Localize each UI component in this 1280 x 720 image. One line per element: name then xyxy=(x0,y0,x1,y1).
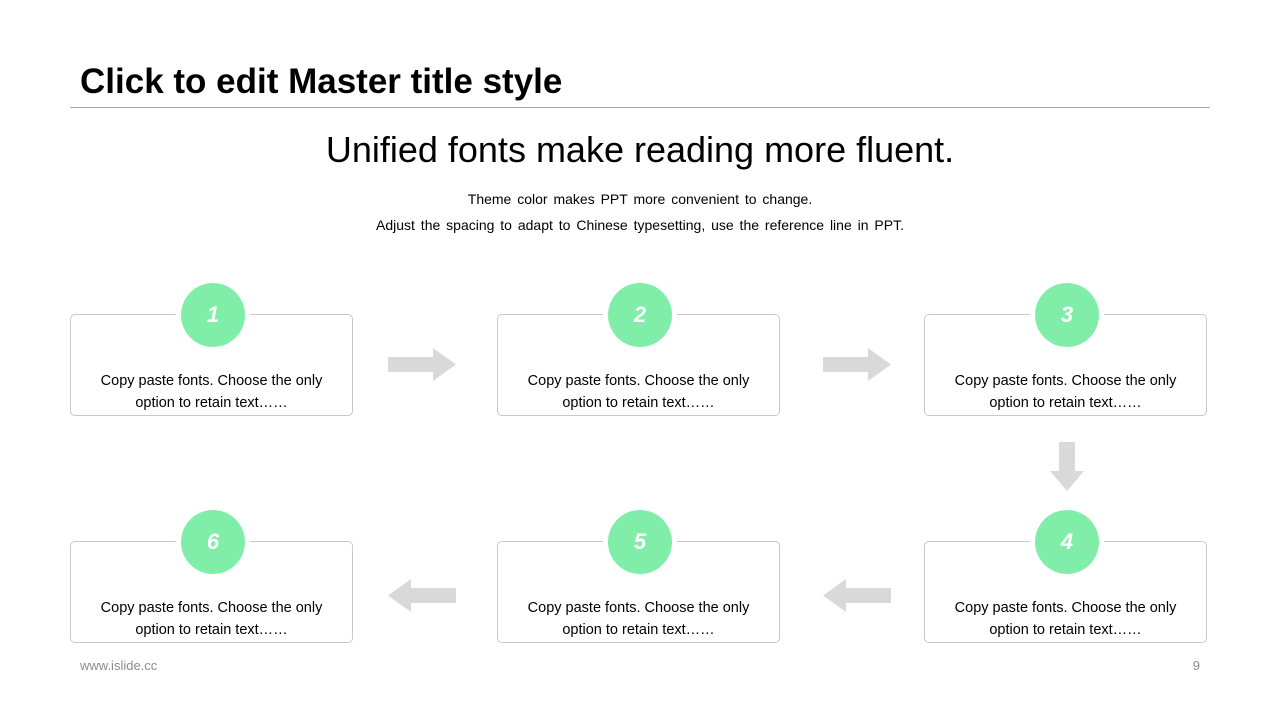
step-text-1: Copy paste fonts. Choose the only option… xyxy=(100,373,323,411)
step-badge-2: 2 xyxy=(603,283,677,347)
step-text-5: Copy paste fonts. Choose the only option… xyxy=(527,600,750,638)
arrow-right-icon xyxy=(823,348,891,381)
step-badge-5: 5 xyxy=(603,510,677,574)
step-text-6: Copy paste fonts. Choose the only option… xyxy=(100,600,323,638)
slide-title: Click to edit Master title style xyxy=(80,62,563,101)
step-badge-1: 1 xyxy=(176,283,250,347)
arrow-down-icon xyxy=(1050,442,1084,491)
step-badge-6: 6 xyxy=(176,510,250,574)
headline: Unified fonts make reading more fluent. xyxy=(325,129,955,170)
step-text-3: Copy paste fonts. Choose the only option… xyxy=(954,373,1177,411)
step-badge-3: 3 xyxy=(1030,283,1104,347)
step-text-4: Copy paste fonts. Choose the only option… xyxy=(954,600,1177,638)
step-text-2: Copy paste fonts. Choose the only option… xyxy=(527,373,750,411)
subheading-line-1: Theme color makes PPT more convenient to… xyxy=(467,191,813,207)
page-number: 9 xyxy=(1192,658,1200,673)
footer-url: www.islide.cc xyxy=(80,658,158,673)
subheading-line-2: Adjust the spacing to adapt to Chinese t… xyxy=(376,217,904,233)
step-badge-4: 4 xyxy=(1030,510,1104,574)
arrow-left-icon xyxy=(823,579,891,612)
arrow-left-icon xyxy=(388,579,456,612)
arrow-right-icon xyxy=(388,348,456,381)
title-divider xyxy=(70,107,1210,108)
step-card-5: Copy paste fonts. Choose the only option… xyxy=(497,541,780,643)
